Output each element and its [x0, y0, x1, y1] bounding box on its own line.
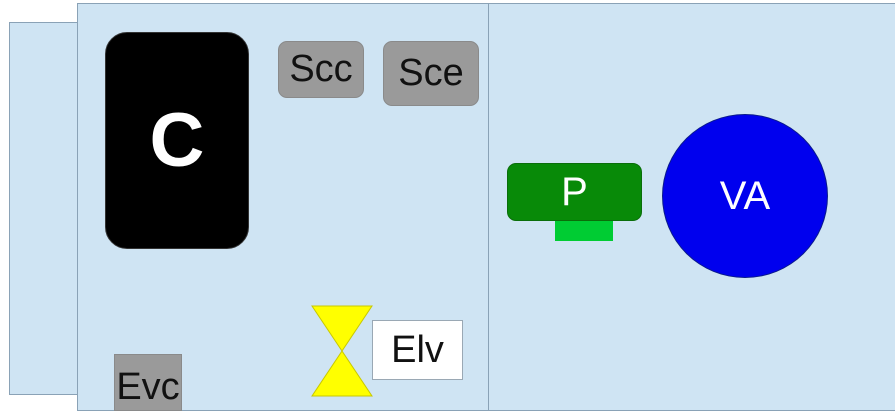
valve-top-triangle — [311, 305, 373, 352]
elv-label-box: Elv — [372, 320, 463, 380]
valve-icon — [311, 305, 373, 397]
pump-base — [555, 221, 613, 241]
scc-label: Scc — [289, 48, 353, 90]
valve-bottom-triangle — [311, 350, 373, 397]
sce-block: Sce — [383, 41, 479, 106]
elv-label: Elv — [391, 328, 444, 371]
va-label: VA — [719, 173, 771, 218]
back-panel — [9, 22, 79, 395]
pump-block: P — [507, 163, 642, 221]
evc-block: Evc — [114, 354, 182, 411]
evc-label: Evc — [116, 366, 180, 408]
pump-label: P — [561, 169, 588, 214]
va-circle: VA — [662, 114, 828, 278]
sce-label: Sce — [398, 52, 464, 94]
scc-block: Scc — [278, 41, 364, 98]
c-block: C — [105, 32, 249, 249]
c-label: C — [149, 98, 205, 183]
